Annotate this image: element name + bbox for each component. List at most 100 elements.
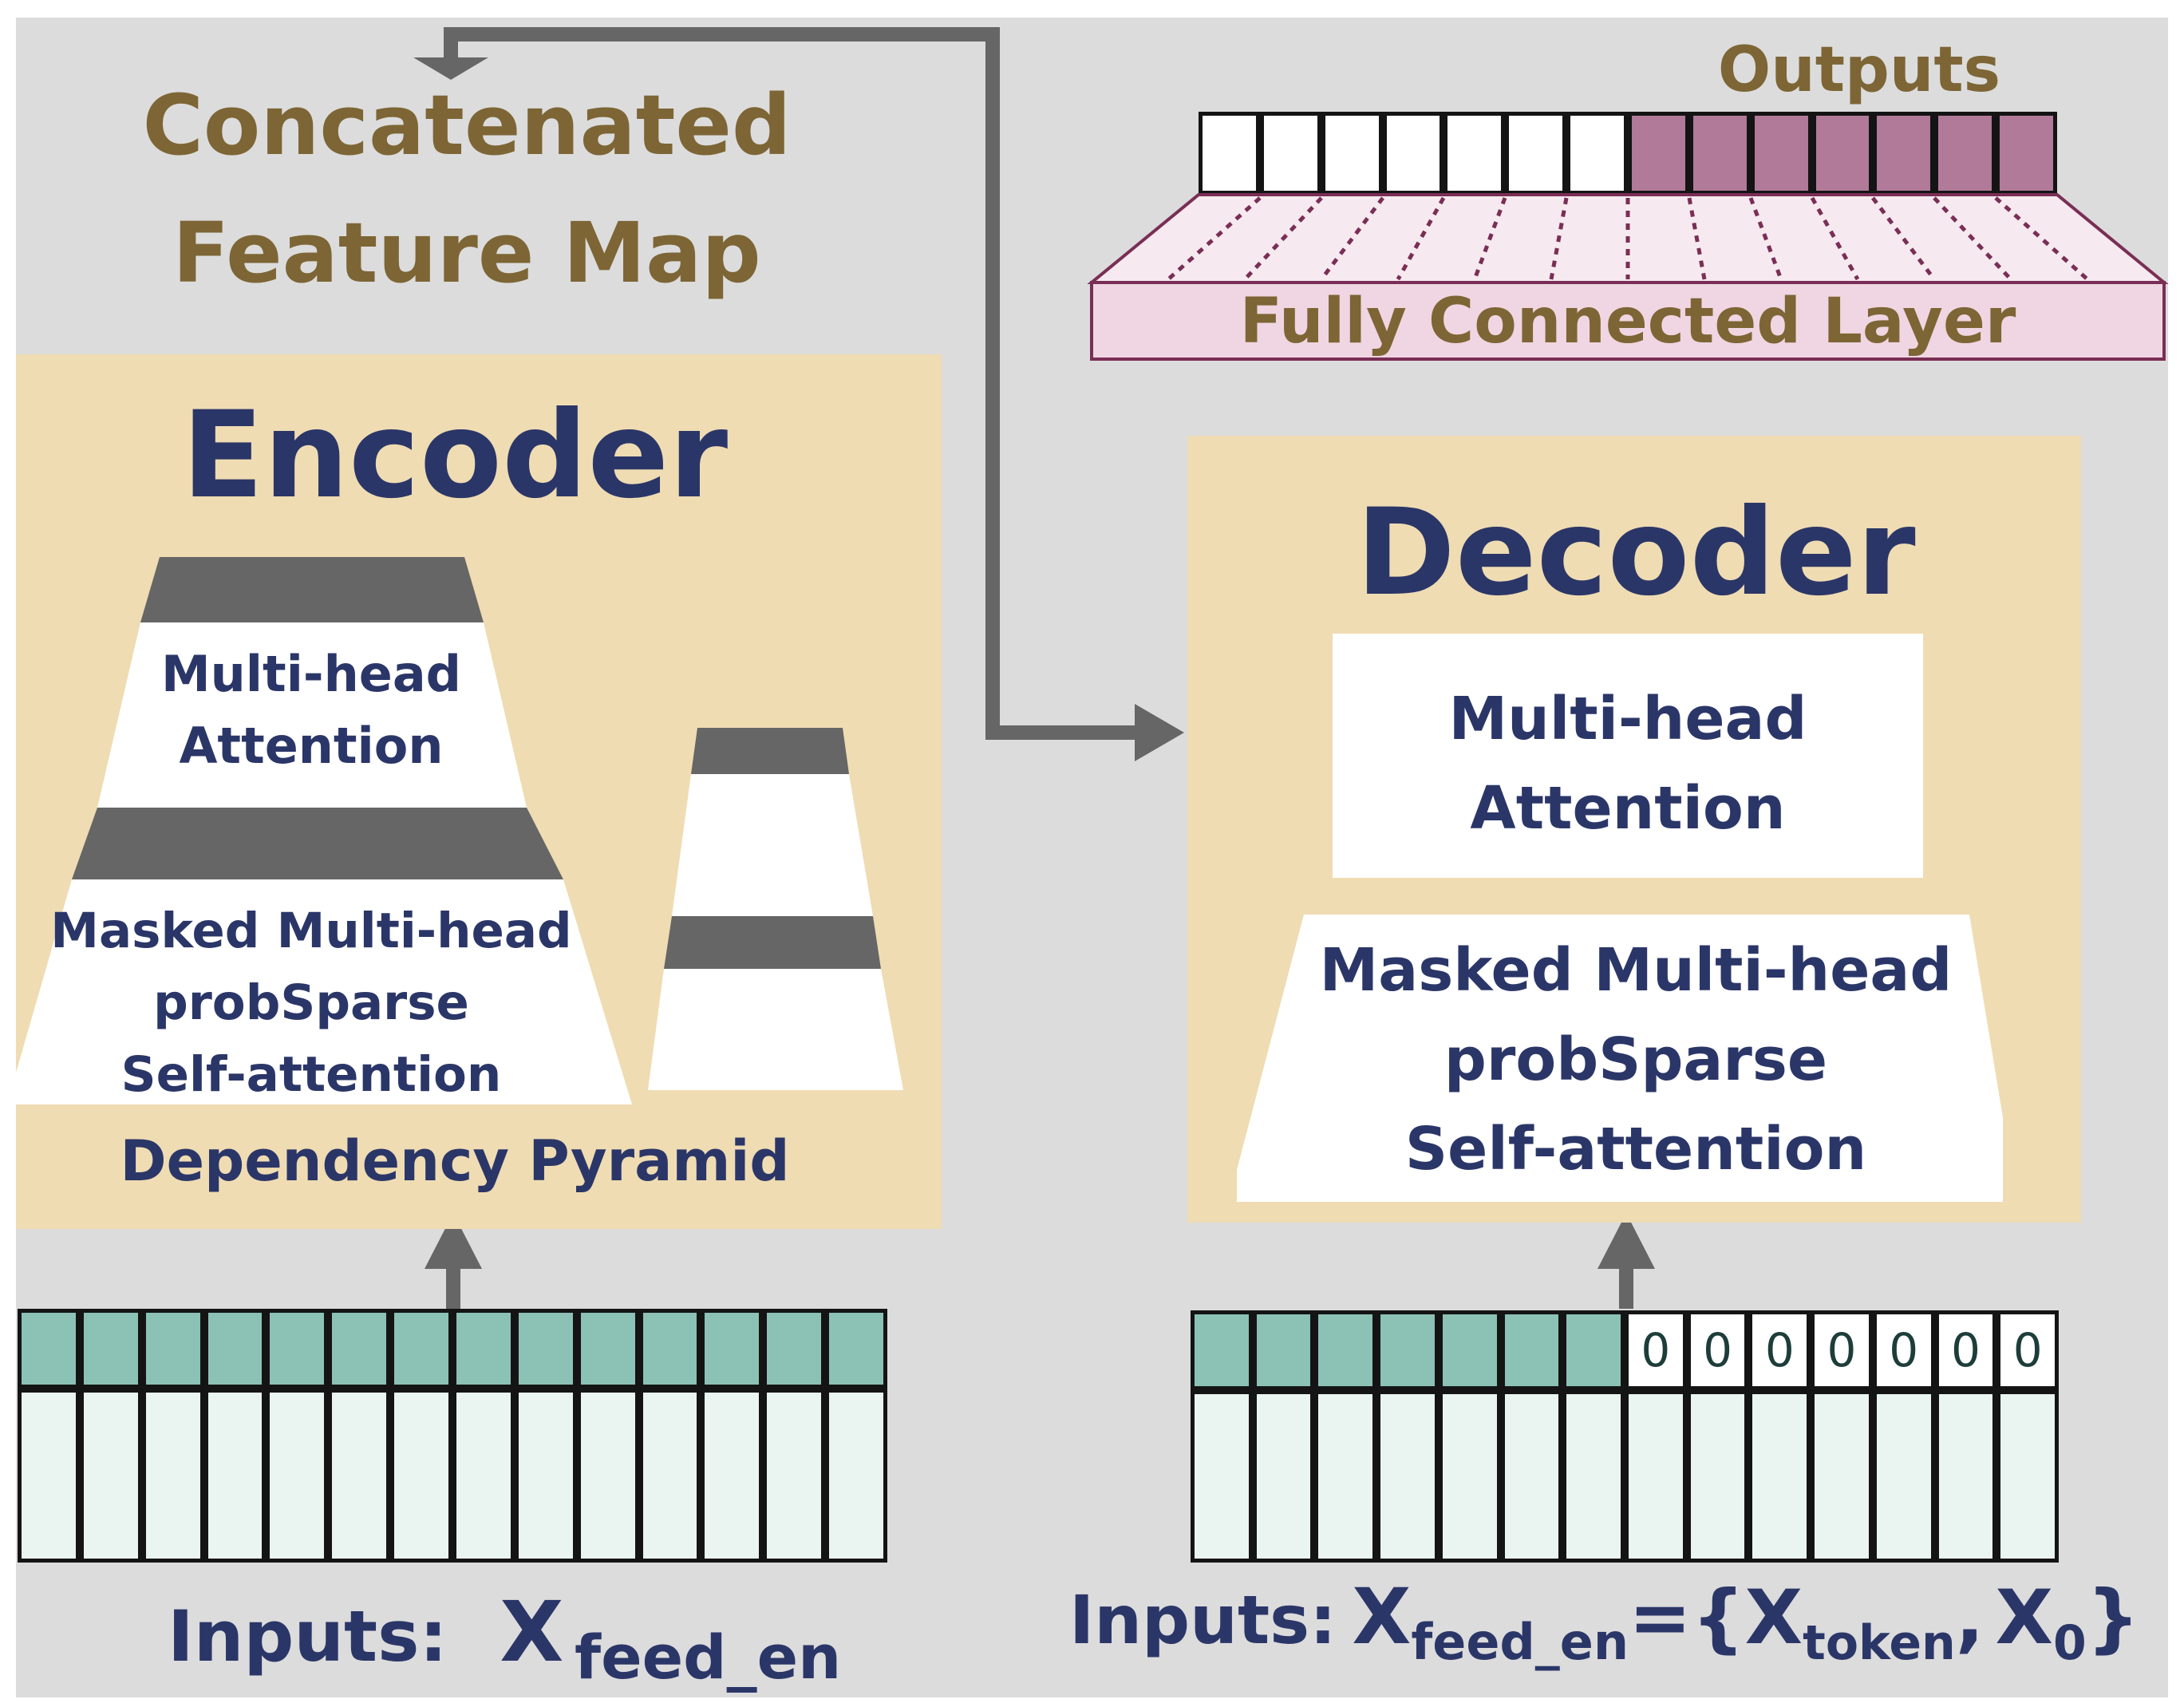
encoder-input-cell xyxy=(18,1309,80,1389)
decoder-input-cell xyxy=(1686,1390,1749,1563)
pyramid-mha-tier xyxy=(97,622,527,808)
pyramid-masked-tier xyxy=(16,879,632,1104)
decoder-token-cell xyxy=(1314,1310,1377,1390)
decoder-masked-line1: Masked Multi-head xyxy=(1319,936,1953,1005)
encoder-input-cell xyxy=(390,1389,452,1563)
encoder-input-cell xyxy=(452,1309,515,1389)
decoder-token-x: X xyxy=(1744,1575,1803,1662)
encoder-mha-line2: Attention xyxy=(179,716,444,775)
decoder-input-cell xyxy=(1872,1390,1935,1563)
decoder-zero-sub: 0 xyxy=(2052,1615,2087,1671)
decoder-zero-cell: 0 xyxy=(1686,1310,1749,1390)
encoder-input-cell xyxy=(638,1309,701,1389)
small-pyramid-lower-tier xyxy=(648,969,903,1090)
encoder-input-cell xyxy=(266,1309,329,1389)
output-cells xyxy=(1199,112,2057,195)
small-pyramid-upper-tier xyxy=(672,774,873,916)
outputs-label: Outputs xyxy=(1717,34,2001,106)
decoder-zero-cell: 0 xyxy=(1625,1310,1687,1390)
decoder-mha-line2: Attention xyxy=(1470,774,1786,843)
decoder-masked-line2: probSparse xyxy=(1443,1025,1828,1094)
decoder-token-cell xyxy=(1562,1310,1625,1390)
dependency-pyramid-label: Dependency Pyramid xyxy=(120,1128,790,1194)
encoder-mha-line1: Multi-head xyxy=(160,644,462,703)
output-cell xyxy=(1873,112,1935,195)
decoder-inputs-label: Inputs: Xfeed_en={Xtoken,X0} xyxy=(1069,1572,2178,1684)
output-cell xyxy=(1688,112,1751,195)
decoder-input-cell xyxy=(1934,1390,1997,1563)
output-cell xyxy=(1321,112,1383,195)
encoder-input-cell xyxy=(825,1309,887,1389)
encoder-input-cell xyxy=(79,1389,142,1563)
decoder-inputs-eq: ={ xyxy=(1628,1575,1745,1662)
decoder-input-cell xyxy=(1811,1390,1873,1563)
encoder-input-cell xyxy=(203,1309,267,1389)
encoder-inputs-sub: feed_en xyxy=(575,1622,842,1693)
output-cell xyxy=(1382,112,1444,195)
encoder-input-cell xyxy=(576,1309,639,1389)
encoder-input-cell xyxy=(328,1309,391,1389)
encoder-input-cell xyxy=(701,1389,764,1563)
decoder-token-cell xyxy=(1438,1310,1501,1390)
encoder-input-cell xyxy=(18,1389,80,1563)
decoder-zero-cell: 0 xyxy=(1872,1310,1935,1390)
encoder-input-grid xyxy=(18,1309,887,1563)
decoder-zero-cell: 0 xyxy=(1996,1310,2059,1390)
output-cell xyxy=(1996,112,2057,195)
decoder-input-cell xyxy=(1314,1390,1377,1563)
decoder-comma: , xyxy=(1955,1575,1985,1662)
output-cell xyxy=(1811,112,1874,195)
encoder-input-cell xyxy=(514,1389,577,1563)
decoder-mha-box xyxy=(1333,634,1923,878)
decoder-close-brace: } xyxy=(2086,1575,2140,1662)
decoder-token-sub: token xyxy=(1803,1615,1956,1671)
encoder-input-cell xyxy=(79,1309,142,1389)
decoder-masked-line3: Self-attention xyxy=(1404,1115,1867,1183)
encoder-input-cell xyxy=(141,1389,204,1563)
output-cell xyxy=(1505,112,1567,195)
encoder-masked-line3: Self-attention xyxy=(120,1045,502,1103)
encoder-input-cell xyxy=(141,1309,204,1389)
decoder-zero-cell: 0 xyxy=(1934,1310,1997,1390)
decoder-input-cell xyxy=(1996,1390,2059,1563)
output-cell xyxy=(1566,112,1628,195)
decoder-input-cell xyxy=(1625,1390,1687,1563)
decoder-token-cell xyxy=(1376,1310,1439,1390)
decoder-inputs-sub: feed_en xyxy=(1411,1613,1629,1671)
output-cell xyxy=(1627,112,1689,195)
encoder-inputs-word: Inputs: xyxy=(168,1595,448,1677)
pyramid-top-band xyxy=(140,557,484,622)
fc-layer-label: Fully Connected Layer xyxy=(1239,286,2016,358)
decoder-input-cell xyxy=(1500,1390,1563,1563)
encoder-input-cell xyxy=(576,1389,639,1563)
encoder-input-cell xyxy=(390,1309,452,1389)
encoder-input-cell xyxy=(514,1309,577,1389)
output-cell xyxy=(1259,112,1321,195)
encoder-input-cell xyxy=(266,1389,329,1563)
encoder-input-cell xyxy=(701,1309,764,1389)
decoder-title: Decoder xyxy=(1356,484,1916,622)
encoder-input-cell xyxy=(328,1389,391,1563)
decoder-input-cell xyxy=(1252,1390,1315,1563)
encoder-inputs-x: X xyxy=(500,1583,564,1681)
decoder-input-cell xyxy=(1438,1390,1501,1563)
encoder-title: Encoder xyxy=(181,386,729,525)
output-cell xyxy=(1443,112,1506,195)
decoder-input-cell xyxy=(1191,1390,1253,1563)
encoder-input-cell xyxy=(203,1389,267,1563)
small-pyramid-top-band xyxy=(691,728,849,774)
encoder-inputs-label: Inputs: X feed_en xyxy=(168,1583,886,1693)
decoder-input-cell xyxy=(1562,1390,1625,1563)
decoder-inputs-word: Inputs: xyxy=(1069,1581,1337,1659)
decoder-input-grid: 0 0 0 0 0 0 0 xyxy=(1191,1310,2059,1563)
decoder-token-cell xyxy=(1252,1310,1315,1390)
encoder-masked-line2: probSparse xyxy=(153,974,469,1031)
encoder-input-cell xyxy=(638,1389,701,1563)
encoder-input-cell xyxy=(763,1309,826,1389)
decoder-input-cell xyxy=(1748,1390,1811,1563)
encoder-masked-line1: Masked Multi-head xyxy=(50,902,572,959)
concat-label-line2: Feature Map xyxy=(172,204,761,302)
